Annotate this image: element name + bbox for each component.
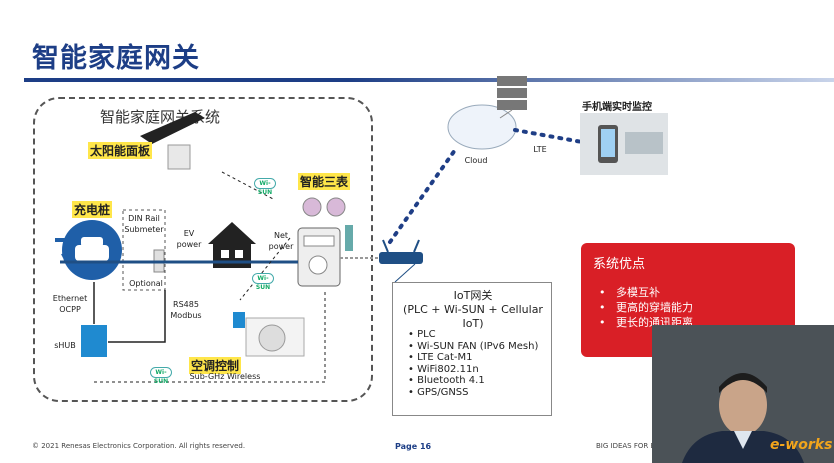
presenter-figure — [652, 325, 834, 463]
net-power-label: Net power — [268, 231, 294, 251]
rs485-label: RS485 Modbus — [170, 300, 202, 320]
solar-panel-icon — [140, 112, 205, 144]
list-item: • Bluetooth 4.1 — [408, 375, 485, 386]
home-system-frame — [33, 97, 373, 402]
cloud-icon — [447, 104, 517, 150]
tagline: BIG IDEAS FOR EVE — [596, 442, 665, 450]
solar-panel-label: 太阳能面板 — [88, 142, 153, 159]
wisun-badge-top: Wi-SUN — [254, 178, 276, 196]
gateway-subtitle: (PLC + Wi-SUN + Cellular IoT) — [403, 303, 543, 330]
list-item: • Wi-SUN FAN (IPv6 Mesh) — [408, 340, 539, 352]
gateway-title: IoT网关 — [453, 289, 493, 302]
iot-gateway-box: IoT网关 (PLC + Wi-SUN + Cellular IoT) • PL… — [392, 282, 552, 416]
shub-icon — [81, 325, 107, 357]
list-item: • GPS/GNSS — [408, 386, 469, 398]
wisun-badge-bottom: Wi-SUN — [150, 367, 172, 385]
inverter-icon — [167, 144, 191, 170]
title-underline — [24, 78, 834, 82]
advantages-title: 系统优点 — [593, 257, 646, 272]
ev-power-label: EV power — [176, 229, 202, 249]
din-rail-label: DIN Rail Submeter — [124, 214, 164, 234]
ethernet-label: Ethernet OCPP — [52, 294, 88, 314]
charger-label: 充电桩 — [72, 201, 113, 218]
page-number: Page 16 — [395, 442, 432, 451]
presenter-video: e-works — [652, 325, 834, 463]
phone-monitor-label: 手机端实时监控 — [582, 102, 652, 113]
shub-label: sHUB — [54, 341, 76, 350]
list-item: • LTE Cat-M1 — [408, 352, 473, 363]
list-item: • PLC — [408, 329, 436, 340]
list-item: • WiFi802.11n — [408, 363, 479, 375]
slide-title: 智能家庭网关 — [32, 43, 200, 74]
watermark-logo: e-works — [770, 437, 833, 453]
list-item: • 多模互补 — [599, 286, 660, 299]
lte-label: LTE — [533, 145, 547, 154]
optional-label: Optional — [129, 279, 163, 288]
house-icon — [208, 222, 256, 244]
server-icon — [497, 76, 527, 86]
router-icon — [379, 252, 423, 264]
smart-meter-label: 智能三表 — [298, 173, 351, 190]
cloud-label: Cloud — [464, 156, 488, 165]
advantages-list: • 多模互补 • 更高的穿墙能力 • 更长的通讯距离 — [599, 285, 693, 330]
subghz-label: Sub-GHz Wireless — [189, 372, 261, 381]
copyright-text: © 2021 Renesas Electronics Corporation. … — [32, 442, 246, 450]
wisun-badge-mid: Wi-SUN — [252, 273, 274, 291]
gateway-feature-list: • PLC • Wi-SUN FAN (IPv6 Mesh) • LTE Cat… — [408, 329, 538, 398]
ac-control-label: 空调控制 — [189, 357, 242, 374]
list-item: • 更高的穿墙能力 — [599, 301, 693, 314]
